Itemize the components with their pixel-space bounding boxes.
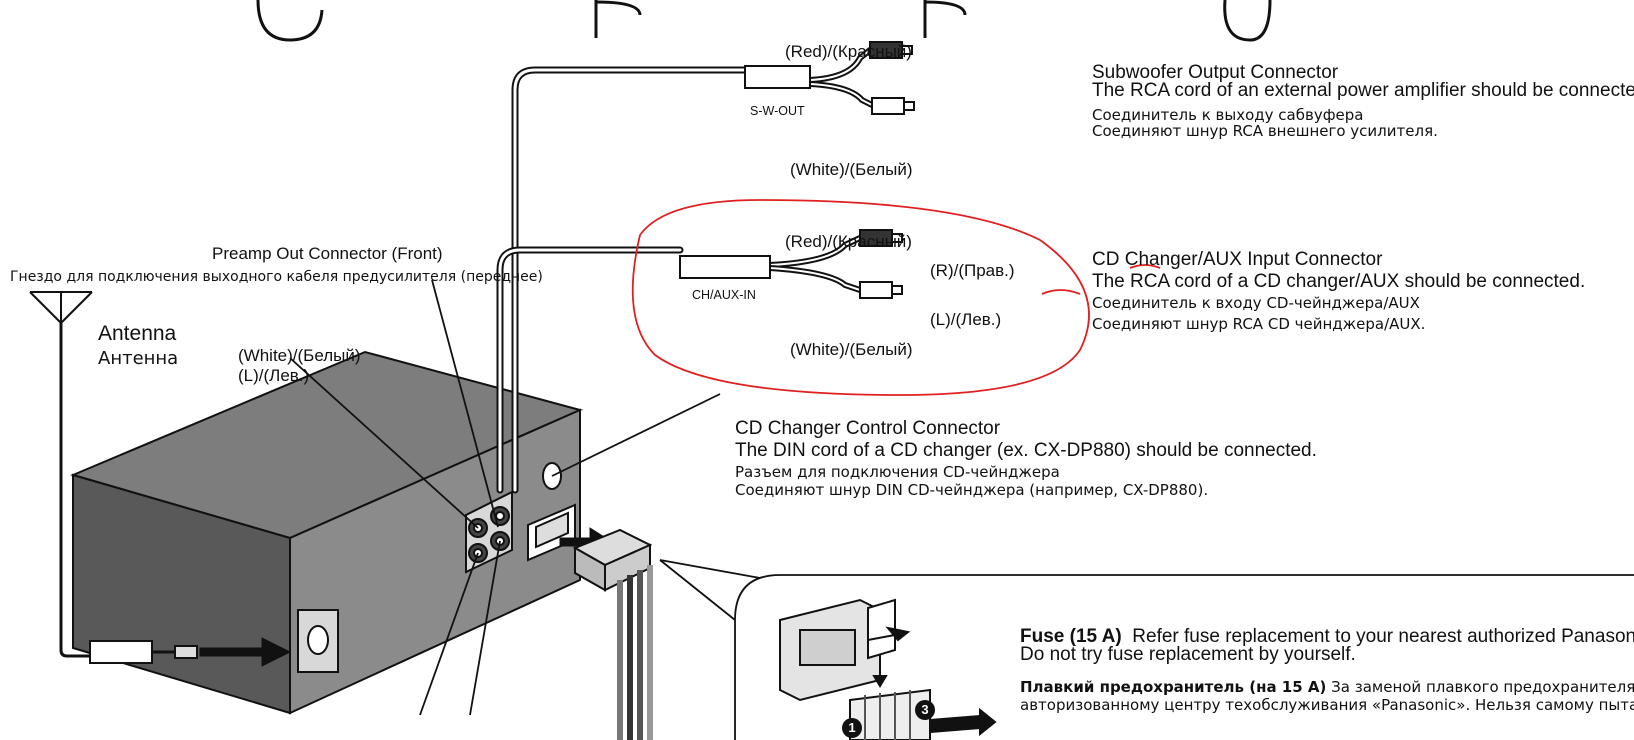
cdaux-white-label: (White)/(Белый) xyxy=(790,340,913,359)
step-3-badge: 3 xyxy=(915,700,935,720)
preamp-title-ru: Гнездо для подключения выходного кабеля … xyxy=(10,269,543,285)
cdaux-red-label: (Red)/(Красный) xyxy=(785,232,912,251)
cdaux-desc-ru: Соединяют шнур RCA CD чейнджера/AUX. xyxy=(1092,315,1426,333)
subwoofer-white-label: (White)/(Белый) xyxy=(790,160,913,179)
fuse-ru-line-2: авторизованному центру техобслуживания «… xyxy=(1020,696,1634,714)
antenna-title-en: Antenna xyxy=(98,322,177,345)
cdaux-plug-label: CH/AUX-IN xyxy=(692,288,756,302)
antenna-graphic xyxy=(29,291,198,664)
subwoofer-title-ru: Соединитель к выходу сабвуфера xyxy=(1092,106,1364,124)
leader-lines xyxy=(289,279,721,716)
fuse-line-2: Do not try fuse replacement by yourself. xyxy=(1020,644,1356,665)
step-1-badge: 1 xyxy=(842,718,862,738)
preamp-white-label: (White)/(Белый) xyxy=(238,346,361,365)
power-harness xyxy=(572,528,653,740)
cdaux-title-en: CD Changer/AUX Input Connector xyxy=(1092,249,1383,270)
head-unit-box xyxy=(70,350,583,715)
fuse-callout xyxy=(659,559,1634,740)
subwoofer-title-en: Subwoofer Output Connector xyxy=(1092,62,1339,83)
fuse-ru-line-1: Плавкий предохранитель (на 15 А) За заме… xyxy=(1020,678,1634,696)
red-annotation xyxy=(631,199,1161,396)
subwoofer-desc-en: The RCA cord of an external power amplif… xyxy=(1092,80,1634,101)
cdcontrol-title-en: CD Changer Control Connector xyxy=(735,418,1001,439)
cdcontrol-desc-en: The DIN cord of a CD changer (ex. CX-DP8… xyxy=(735,440,1317,461)
subwoofer-desc-ru: Соединяют шнур RCA внешнего усилителя. xyxy=(1092,122,1438,140)
fuse-line-1: Fuse (15 A) Refer fuse replacement to yo… xyxy=(1020,626,1634,647)
clipped-title-fragments xyxy=(256,0,1272,42)
rca-plugs xyxy=(679,41,915,299)
subwoofer-plug-label: S-W-OUT xyxy=(750,104,805,118)
cdaux-left-label: (L)/(Лев.) xyxy=(930,310,1002,329)
cdaux-title-ru: Соединитель к входу CD-чейнджера/AUX xyxy=(1092,294,1420,312)
fuse-illustration xyxy=(779,598,997,740)
cdaux-right-label: (R)/(Прав.) xyxy=(930,261,1015,280)
subwoofer-red-label: (Red)/(Красный) xyxy=(785,42,912,61)
preamp-title-en: Preamp Out Connector (Front) xyxy=(212,244,443,263)
preamp-left-label: (L)/(Лев.) xyxy=(238,366,310,385)
cdcontrol-desc-ru: Соединяют шнур DIN CD-чейнджера (наприме… xyxy=(735,481,1209,499)
cdaux-desc-en: The RCA cord of a CD changer/AUX should … xyxy=(1092,271,1586,292)
cdcontrol-title-ru: Разъем для подключения CD-чейнджера xyxy=(735,463,1060,481)
antenna-title-ru: Антенна xyxy=(98,348,179,369)
rca-cables xyxy=(496,47,875,494)
